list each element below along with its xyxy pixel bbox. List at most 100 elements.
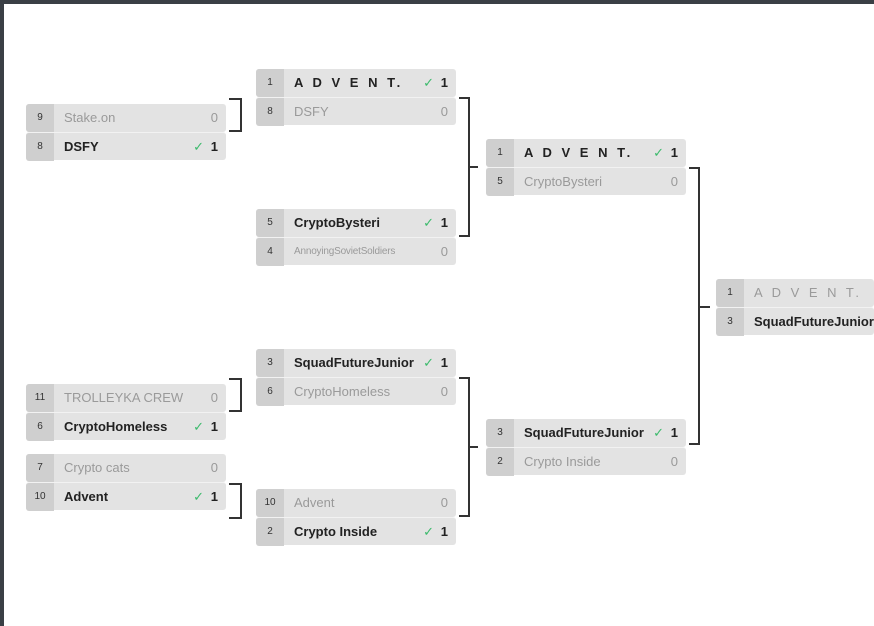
team-score: 0 [440,104,448,119]
team-name: CryptoHomeless [294,384,391,399]
seed-badge: 1 [486,139,514,167]
team-name: A D V E N T. [294,75,404,90]
seed-badge: 2 [486,448,514,476]
team-score: 1 [440,215,448,230]
seed-badge: 9 [26,104,54,132]
seed-badge: 7 [26,454,54,482]
team-name: Advent [294,495,335,510]
seed-badge: 10 [26,483,54,511]
team-score: 0 [210,460,218,475]
team-score: 1 [210,489,218,504]
team-row[interactable]: 2 Crypto Inside 0 [486,447,686,476]
match-r1-1[interactable]: 9 Stake.on 0 8 DSFY ✓ 1 [26,104,226,161]
team-name: Stake.on [64,110,116,125]
winner-check-icon: ✓ [653,145,664,160]
team-row[interactable]: 4 AnnoyingSovietSoldiers 0 [256,237,456,266]
seed-badge: 5 [256,209,284,237]
match-r2-1[interactable]: 1 A D V E N T. ✓ 1 8 DSFY 0 [256,69,456,126]
team-row[interactable]: 6 CryptoHomeless ✓ 1 [26,412,226,441]
team-score: 1 [440,75,448,90]
match-final[interactable]: 1 A D V E N T. 3 SquadFutureJunior [716,279,874,336]
team-name: SquadFutureJunior [754,314,874,329]
bracket-tick [470,166,478,168]
team-row[interactable]: 10 Advent ✓ 1 [26,482,226,511]
team-row[interactable]: 1 A D V E N T. ✓ 1 [256,69,456,97]
winner-check-icon: ✓ [193,419,204,434]
bracket-tick [700,306,710,308]
match-r1-2[interactable]: 11 TROLLEYKA CREW 0 6 CryptoHomeless ✓ 1 [26,384,226,441]
seed-badge: 3 [486,419,514,447]
team-name: Crypto Inside [294,524,378,539]
winner-check-icon: ✓ [193,489,204,504]
seed-badge: 6 [26,413,54,441]
team-row[interactable]: 3 SquadFutureJunior ✓ 1 [486,419,686,447]
bracket-connector [229,483,242,519]
team-name: AnnoyingSovietSoldiers [294,246,396,257]
bracket-tick [470,446,478,448]
team-name: Crypto cats [64,460,130,475]
team-score: 1 [210,139,218,154]
team-score: 1 [670,425,678,440]
team-row[interactable]: 7 Crypto cats 0 [26,454,226,482]
team-name: DSFY [64,139,99,154]
seed-badge: 1 [256,69,284,97]
team-score: 0 [670,454,678,469]
team-row[interactable]: 5 CryptoBysteri ✓ 1 [256,209,456,237]
seed-badge: 4 [256,238,284,266]
team-name: SquadFutureJunior [524,425,644,440]
team-score: 0 [440,495,448,510]
team-row[interactable]: 8 DSFY 0 [256,97,456,126]
winner-check-icon: ✓ [423,75,434,90]
seed-badge: 11 [26,384,54,412]
team-row[interactable]: 1 A D V E N T. [716,279,874,307]
team-row[interactable]: 11 TROLLEYKA CREW 0 [26,384,226,412]
team-row[interactable]: 3 SquadFutureJunior [716,307,874,336]
bracket-connector [229,378,242,412]
team-name: A D V E N T. [754,285,863,300]
seed-badge: 3 [716,308,744,336]
winner-check-icon: ✓ [423,215,434,230]
team-row[interactable]: 6 CryptoHomeless 0 [256,377,456,406]
team-row[interactable]: 2 Crypto Inside ✓ 1 [256,517,456,546]
window-top-border [0,0,874,4]
team-score: 1 [670,145,678,160]
team-name: CryptoBysteri [294,215,380,230]
team-score: 0 [440,384,448,399]
team-name: SquadFutureJunior [294,355,414,370]
seed-badge: 6 [256,378,284,406]
winner-check-icon: ✓ [653,425,664,440]
team-row[interactable]: 9 Stake.on 0 [26,104,226,132]
match-r3-1[interactable]: 1 A D V E N T. ✓ 1 5 CryptoBysteri 0 [486,139,686,196]
winner-check-icon: ✓ [423,524,434,539]
team-name: DSFY [294,104,329,119]
seed-badge: 5 [486,168,514,196]
match-r3-2[interactable]: 3 SquadFutureJunior ✓ 1 2 Crypto Inside … [486,419,686,476]
team-row[interactable]: 10 Advent 0 [256,489,456,517]
seed-badge: 8 [26,133,54,161]
bracket-connector [689,167,700,445]
match-r1-3[interactable]: 7 Crypto cats 0 10 Advent ✓ 1 [26,454,226,511]
winner-check-icon: ✓ [423,355,434,370]
team-score: 0 [440,244,448,259]
bracket-connector [459,377,470,517]
team-row[interactable]: 8 DSFY ✓ 1 [26,132,226,161]
window-left-border [0,0,4,626]
team-name: CryptoBysteri [524,174,603,189]
team-score: 1 [210,419,218,434]
team-score: 1 [440,355,448,370]
seed-badge: 2 [256,518,284,546]
team-row[interactable]: 1 A D V E N T. ✓ 1 [486,139,686,167]
seed-badge: 1 [716,279,744,307]
team-name: CryptoHomeless [64,419,168,434]
team-row[interactable]: 3 SquadFutureJunior ✓ 1 [256,349,456,377]
team-score: 0 [210,110,218,125]
match-r2-3[interactable]: 3 SquadFutureJunior ✓ 1 6 CryptoHomeless… [256,349,456,406]
winner-check-icon: ✓ [193,139,204,154]
team-name: Advent [64,489,109,504]
match-r2-2[interactable]: 5 CryptoBysteri ✓ 1 4 AnnoyingSovietSold… [256,209,456,266]
match-r2-4[interactable]: 10 Advent 0 2 Crypto Inside ✓ 1 [256,489,456,546]
team-score: 1 [440,524,448,539]
team-score: 0 [210,390,218,405]
seed-badge: 3 [256,349,284,377]
team-row[interactable]: 5 CryptoBysteri 0 [486,167,686,196]
